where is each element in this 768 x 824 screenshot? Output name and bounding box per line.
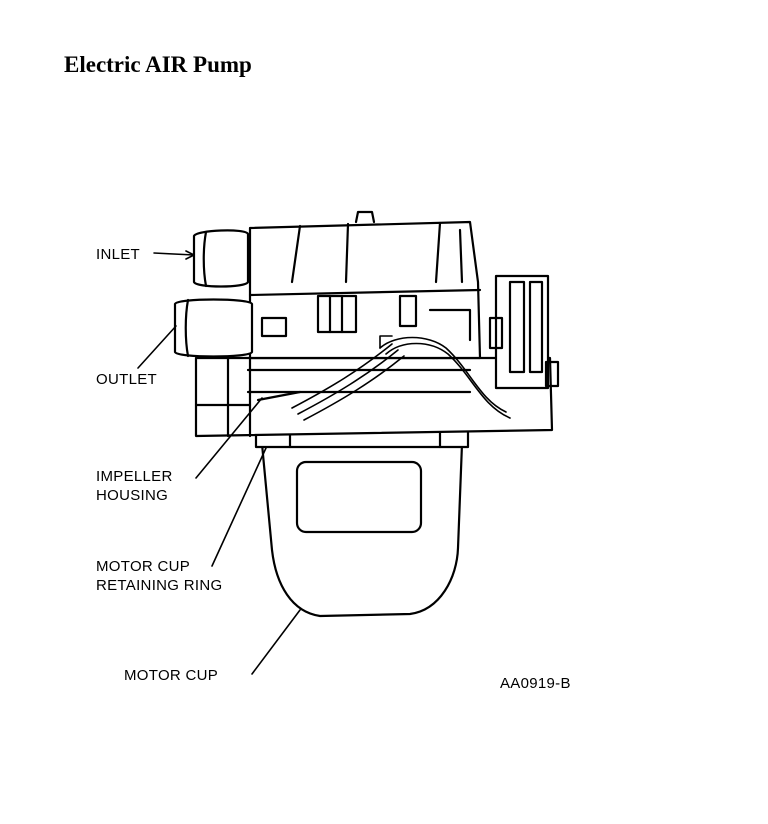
leader-lines: [137, 250, 301, 675]
outlet-leader: [137, 325, 177, 369]
wiring-harness: [291, 335, 511, 421]
motor-cup-label: MOTOR CUP: [124, 667, 219, 684]
retaining-ring-label-line2: RETAINING RING: [96, 577, 223, 594]
motor-cup-leader: [251, 609, 301, 675]
inlet-leader: [153, 252, 195, 256]
outlet-port: [173, 298, 254, 358]
motor-cup: [260, 442, 464, 618]
inlet-arrowhead: [185, 250, 195, 260]
outlet-label: OUTLET: [96, 371, 157, 388]
diagram-title: Electric AIR Pump: [64, 52, 252, 77]
inlet-label: INLET: [96, 246, 141, 263]
retaining-ring-label-line1: MOTOR CUP: [96, 558, 191, 575]
electrical-connector: [488, 274, 560, 390]
impeller-leader: [195, 397, 263, 479]
figure-code: AA0919-B: [500, 675, 571, 692]
pump-body: [248, 210, 482, 360]
motor-cup-label-plate: [295, 460, 423, 534]
retaining-ring-leader: [211, 447, 267, 567]
inlet-port: [192, 229, 250, 288]
impeller-housing-label-line2: HOUSING: [96, 487, 169, 504]
impeller-housing-label-line1: IMPELLER: [96, 468, 173, 485]
